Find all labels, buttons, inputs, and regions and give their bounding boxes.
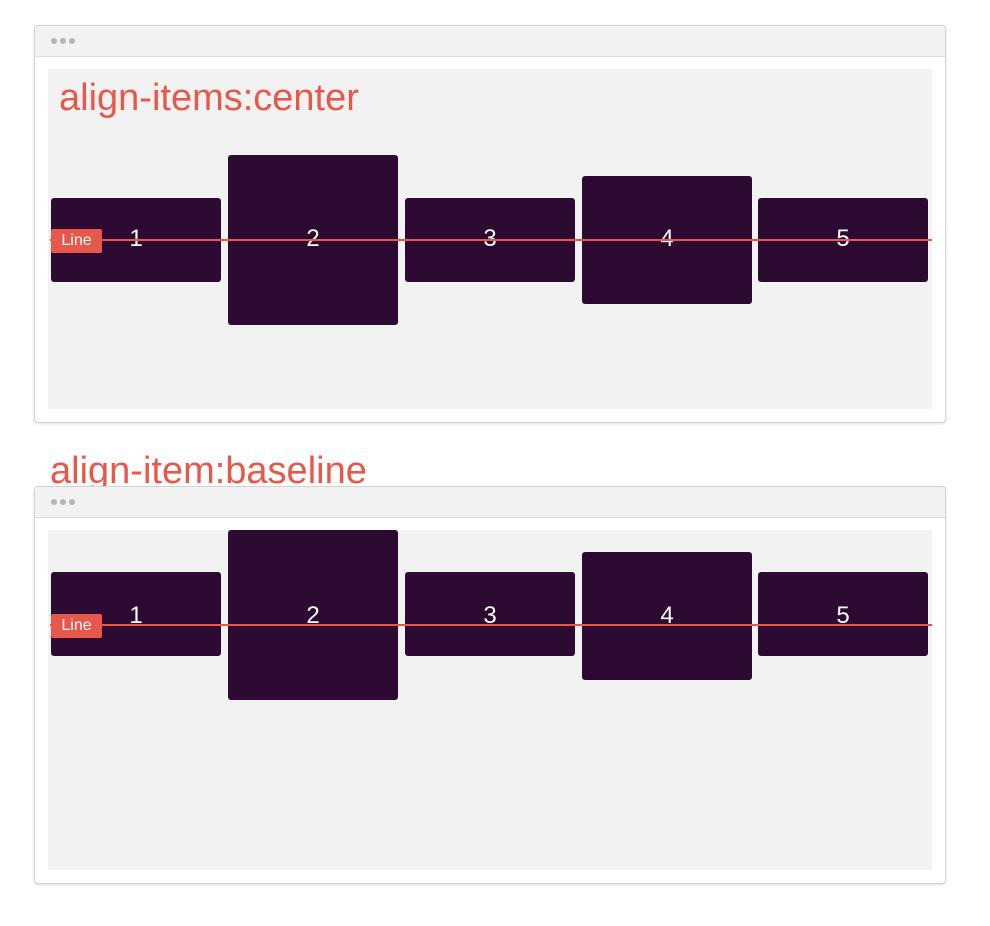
flex-item-label: 3 <box>483 602 497 629</box>
flex-item-5: 5 <box>758 572 928 656</box>
flex-item-label: 4 <box>582 227 752 251</box>
flex-item-label: 4 <box>660 602 674 629</box>
flex-item-2: 2 <box>228 530 398 700</box>
flex-item-3: 3 <box>405 572 575 656</box>
window-dots-icon <box>51 38 75 44</box>
demo-title: align-items:center <box>59 77 359 119</box>
flex-item-4: 4 <box>582 552 752 680</box>
baseline-line <box>50 239 932 241</box>
flex-item-label: 1 <box>129 602 143 629</box>
flex-item-label: 5 <box>836 602 850 629</box>
line-tag: Line <box>51 229 102 253</box>
flex-container: align-items:center 1 2 3 4 5 Line <box>48 69 932 409</box>
window-titlebar <box>35 487 945 518</box>
browser-window-center: align-items:center 1 2 3 4 5 Line <box>34 25 946 423</box>
window-dots-icon <box>51 499 75 505</box>
flex-item-label: 2 <box>228 227 398 251</box>
flex-item-label: 3 <box>405 227 575 251</box>
flex-item-label: 5 <box>758 227 928 251</box>
line-tag: Line <box>51 614 102 638</box>
browser-window-baseline: 1 2 3 4 5 Line <box>34 486 946 884</box>
flex-container: 1 2 3 4 5 Line <box>48 530 932 870</box>
window-titlebar <box>35 26 945 57</box>
baseline-line <box>50 624 932 626</box>
flex-item-label: 2 <box>306 602 320 629</box>
demo-title: align-item:baseline <box>50 450 367 492</box>
flex-item-label: 1 <box>51 227 221 251</box>
